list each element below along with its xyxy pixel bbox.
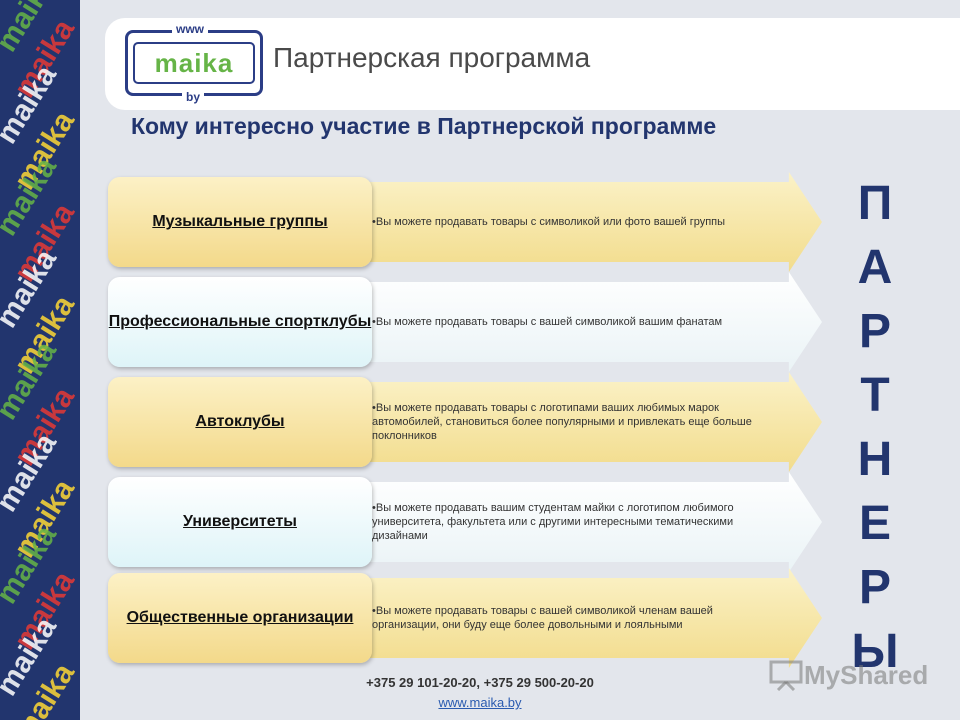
- vertical-letter: Е: [858, 497, 891, 550]
- category-box: Музыкальные группы: [108, 177, 372, 267]
- vertical-word-partners: П А Р Т Н Е Р Ы: [840, 172, 910, 684]
- vertical-letter: Н: [857, 433, 893, 486]
- logo-frame: maika: [133, 42, 255, 84]
- vertical-letter: П: [857, 177, 893, 230]
- section-subtitle: Кому интересно участие в Партнерской про…: [131, 113, 717, 139]
- category-description: •Вы можете продавать товары с вашей симв…: [372, 272, 762, 372]
- row-music-groups: Музыкальные группы •Вы можете продавать …: [0, 172, 960, 272]
- category-label: Общественные организации: [126, 609, 354, 626]
- category-label: Профессиональные спортклубы: [108, 313, 372, 330]
- row-universities: Университеты •Вы можете продавать вашим …: [0, 472, 960, 572]
- category-description: •Вы можете продавать вашим студентам май…: [372, 472, 762, 572]
- vertical-letter: Р: [858, 305, 891, 358]
- description-text: •Вы можете продавать товары с логотипами…: [372, 401, 752, 443]
- row-auto-clubs: Автоклубы •Вы можете продавать товары с …: [0, 372, 960, 472]
- description-text: •Вы можете продавать вашим студентам май…: [372, 501, 734, 543]
- myshared-watermark: MyShared: [768, 657, 928, 693]
- row-public-organizations: Общественные организации •Вы можете прод…: [0, 568, 960, 668]
- logo-word: maika: [154, 47, 234, 78]
- category-box: Общественные организации: [108, 573, 372, 663]
- category-description: •Вы можете продавать товары с логотипами…: [372, 372, 762, 472]
- presentation-icon: [769, 660, 803, 691]
- logo-by: by: [182, 90, 205, 104]
- description-text: •Вы можете продавать товары с символикой…: [372, 215, 726, 228]
- contact-phones: +375 29 101-20-20, +375 29 500-20-20: [366, 675, 594, 690]
- website-link[interactable]: www.maika.by: [438, 695, 522, 710]
- description-text: •Вы можете продавать товары с вашей симв…: [372, 604, 713, 631]
- watermark-text: MyShared: [804, 659, 929, 690]
- vertical-letter: Р: [858, 561, 891, 614]
- category-box: Профессиональные спортклубы: [108, 277, 372, 367]
- row-sport-clubs: Профессиональные спортклубы •Вы можете п…: [0, 272, 960, 372]
- vertical-letter: Т: [860, 369, 890, 422]
- description-text: •Вы можете продавать товары с вашей симв…: [372, 315, 723, 328]
- category-label: Музыкальные группы: [152, 213, 328, 230]
- maika-logo[interactable]: maika www by: [125, 22, 263, 104]
- category-label: Автоклубы: [195, 413, 285, 430]
- category-description: •Вы можете продавать товары с символикой…: [372, 172, 762, 272]
- page-title: Партнерская программа: [273, 42, 591, 73]
- vertical-letter: А: [857, 241, 893, 294]
- category-box: Автоклубы: [108, 377, 372, 467]
- logo-www: www: [172, 22, 209, 36]
- vertical-letter: Ы: [851, 625, 899, 678]
- category-label: Университеты: [183, 513, 297, 530]
- category-description: •Вы можете продавать товары с вашей симв…: [372, 568, 762, 668]
- category-box: Университеты: [108, 477, 372, 567]
